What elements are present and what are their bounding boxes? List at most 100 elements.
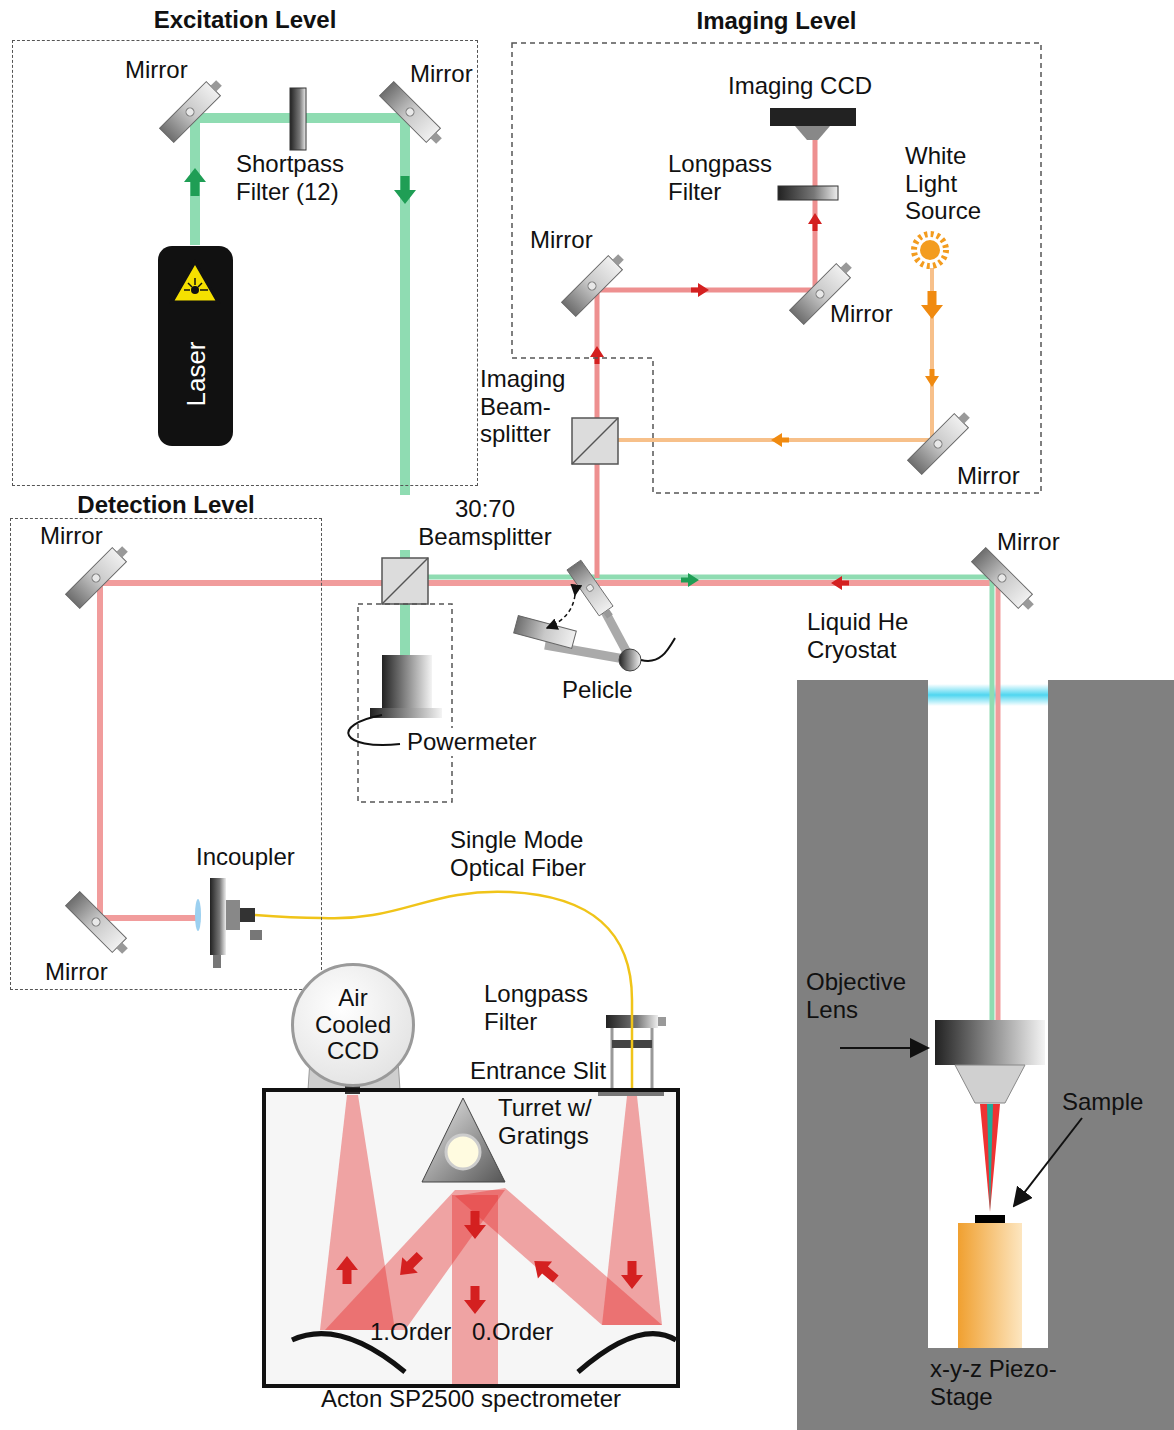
drawing-part: [336, 1256, 358, 1284]
laser-warning-symbol: [158, 254, 233, 314]
drawing-part: [198, 283, 202, 287]
drawing-part: [266, 1092, 676, 1384]
drawing-part: [191, 286, 199, 294]
component-label: Pelicle: [562, 676, 633, 704]
node-label: Laser: [180, 341, 211, 406]
filters-and-parts: [290, 88, 946, 802]
drawing-part: [831, 576, 849, 590]
component-label: Incoupler: [196, 843, 295, 871]
region-heading: Excitation Level: [150, 7, 341, 33]
drawing-part: [572, 418, 618, 464]
drawing-part: [770, 108, 856, 126]
drawing-part: [184, 168, 206, 196]
mirrors: [66, 76, 1038, 958]
component-label: Mirror: [830, 300, 893, 328]
drawing-part: [958, 1223, 1022, 1348]
drawing-part: [996, 583, 1001, 1020]
drawing-part: [681, 573, 699, 587]
component-label: Mirror: [997, 528, 1060, 556]
region-heading: Imaging Level: [692, 8, 860, 34]
pellicle: [514, 560, 675, 671]
drawing-part: [658, 1017, 666, 1026]
drawing-part: [250, 930, 262, 940]
spectrometer: Acton SP2500 spectrometer: [262, 1088, 680, 1388]
drawing-part: [928, 684, 1048, 706]
edge-label: Single Mode Optical Fiber: [450, 826, 635, 881]
drawing-part: [578, 1334, 676, 1372]
drawing-part: [382, 558, 428, 604]
drawing-part: [66, 892, 132, 958]
drawing-part: [795, 126, 830, 140]
cryostat: Liquid He Cryostat: [797, 680, 1174, 1430]
drawing-part: [778, 186, 838, 200]
drawing-part: [255, 915, 322, 918]
component-label: Mirror: [957, 462, 1020, 490]
drawing-part: [370, 708, 442, 718]
node-label: Air Cooled CCD: [307, 985, 399, 1064]
component-label: Mirror: [410, 60, 473, 88]
excitation-region: Excitation LevelLaser: [12, 40, 478, 486]
drawing-part: [527, 1253, 563, 1288]
drawing-part: [914, 234, 946, 266]
drawing-part: [987, 1104, 993, 1212]
drawing-part: [422, 1098, 505, 1182]
component-label: Turret w/ Gratings: [498, 1094, 628, 1149]
drawing-part: [547, 595, 575, 628]
drawing-part: [194, 278, 196, 285]
incoupler: [195, 878, 262, 968]
drawing-part: [382, 558, 428, 604]
imaging-region: Imaging Level: [511, 42, 1042, 494]
drawing-part: [320, 1095, 662, 1384]
drawing-part: [935, 1020, 1045, 1065]
drawing-part: [405, 577, 992, 1020]
detection-region: Detection Level: [10, 518, 322, 990]
drawing-part: [921, 291, 943, 319]
region-outline: [511, 42, 1042, 494]
drawing-part: [691, 283, 709, 297]
component-label: Mirror: [45, 958, 108, 986]
drawing-part: [955, 1065, 1025, 1103]
drawing-part: [184, 278, 208, 290]
beams: [100, 118, 998, 1020]
component-label: Sample: [1062, 1088, 1143, 1116]
component-label: Powermeter: [405, 728, 538, 756]
drawing-part: [348, 715, 400, 745]
drawing-part: [188, 283, 192, 287]
cryostat-body: [797, 680, 1174, 1430]
drawing-part: [651, 1028, 654, 1088]
drawing-part: [972, 548, 1038, 614]
drawing-part: [336, 1211, 643, 1314]
drawing-part: [514, 616, 577, 649]
component-label: Shortpass Filter (12): [236, 150, 376, 205]
drawing-part: [1014, 1118, 1082, 1206]
drawing-part: [545, 645, 630, 660]
drawing-part: [840, 1047, 928, 1049]
drawing-part: [611, 1028, 614, 1088]
drawing-part: [240, 908, 255, 922]
drawing-part: [562, 250, 628, 316]
drawing-part: [210, 878, 226, 955]
drawing-part: [975, 1215, 1005, 1223]
drawing-part: [618, 268, 932, 440]
drawing-part: [567, 560, 617, 621]
drawing-part: [512, 43, 1041, 493]
drawing-part: [195, 899, 201, 931]
component-label: Mirror: [125, 56, 188, 84]
component-label: 1.Order: [370, 1318, 451, 1346]
component-label: White Light Source: [905, 142, 1010, 225]
drawing-part: [452, 1195, 498, 1384]
drawing-part: [572, 418, 618, 464]
drawing-part: [980, 1104, 1000, 1212]
component-label: Objective Lens: [806, 968, 931, 1023]
drawing-part: [619, 649, 641, 671]
drawing-part: [200, 289, 208, 291]
drawing-part: [641, 638, 675, 661]
drawing-part: [66, 542, 132, 608]
drawing-part: [320, 1095, 395, 1330]
component-label: Entrance Slit: [468, 1057, 608, 1085]
drawing-part: [226, 900, 240, 930]
drawing-part: [100, 583, 998, 918]
drawing-part: [382, 655, 432, 708]
